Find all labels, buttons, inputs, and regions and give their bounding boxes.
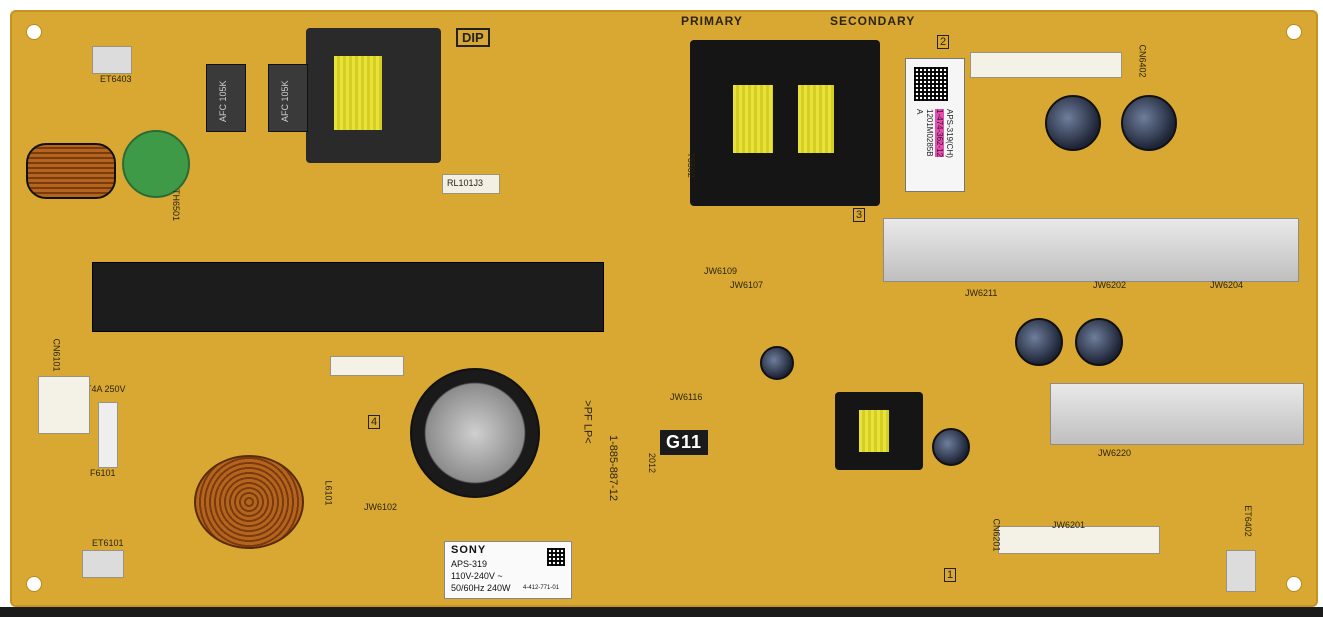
connector-cn6201 bbox=[998, 526, 1160, 554]
small-winding bbox=[859, 410, 889, 452]
et6403-label: ET6403 bbox=[100, 74, 132, 84]
board-year: 2012 bbox=[647, 452, 658, 474]
rating-brand: SONY bbox=[451, 544, 487, 556]
sticker-serial: 1201M0285B bbox=[925, 109, 934, 157]
board-code: G11 bbox=[660, 430, 709, 455]
region-marker-3: 3 bbox=[853, 208, 866, 222]
x-capacitor-b-label: AFC 105K bbox=[280, 80, 290, 122]
transformer-winding-right bbox=[798, 85, 834, 153]
mount-hole-bottom-left bbox=[26, 576, 42, 592]
region-marker-2: 2 bbox=[937, 35, 950, 49]
sticker-model: APS-319(CH) bbox=[945, 109, 954, 158]
jumper-label: JW6107 bbox=[730, 280, 764, 290]
x-capacitor-b bbox=[268, 64, 308, 132]
sticker-revision: A bbox=[915, 109, 924, 115]
cement-resistor bbox=[330, 356, 404, 376]
rating-model: APS-319 bbox=[451, 559, 488, 569]
rating-power: 50/60Hz 240W bbox=[451, 583, 511, 593]
region-marker-1: 1 bbox=[944, 568, 957, 582]
fuse-rating: T4A 250V bbox=[86, 384, 126, 394]
jumper-label: JW6201 bbox=[1052, 520, 1086, 530]
power-resistor: RL101J3 bbox=[442, 174, 500, 194]
et6402-label: ET6402 bbox=[1242, 505, 1253, 537]
connector-cn6402-label: CN6402 bbox=[1137, 44, 1148, 78]
connector-cn6101 bbox=[38, 376, 90, 434]
jumper-label: JW6202 bbox=[1093, 280, 1127, 290]
power-resistor-code: RL101J3 bbox=[447, 178, 484, 188]
secondary-heatsink-top bbox=[883, 218, 1299, 282]
material-mark: >PF LP< bbox=[581, 400, 594, 444]
part-number: 1-885-887-12 bbox=[607, 434, 620, 502]
secondary-heatsink-bottom bbox=[1050, 383, 1304, 445]
thermistor bbox=[122, 130, 190, 198]
connector-cn6101-label: CN6101 bbox=[51, 338, 62, 372]
electrolytic-cap-3 bbox=[1015, 318, 1063, 366]
transformer-winding-left bbox=[733, 85, 773, 153]
earth-terminal-et6101 bbox=[82, 550, 124, 578]
electrolytic-cap-1 bbox=[1045, 95, 1101, 151]
main-transformer bbox=[690, 40, 880, 206]
jumper-label: JW6211 bbox=[965, 288, 998, 298]
jumper-label: JW6220 bbox=[1098, 448, 1132, 458]
et6101-label: ET6101 bbox=[92, 538, 124, 548]
standby-winding bbox=[334, 56, 382, 130]
x-capacitor-a bbox=[206, 64, 246, 132]
input-inductor bbox=[26, 143, 116, 199]
region-marker-4: 4 bbox=[368, 415, 381, 429]
rating-qr-code bbox=[547, 548, 565, 566]
transformer-label: T6502 bbox=[685, 152, 696, 178]
small-transformer bbox=[835, 392, 923, 470]
pcb-board: PRIMARY SECONDARY DIP T6502 4 TH6501 AFC… bbox=[10, 10, 1318, 607]
coil-label: L6101 bbox=[323, 480, 334, 506]
jumper-label: JW6116 bbox=[670, 392, 703, 402]
product-sticker: APS-319(CH) 1-474-362-12 1201M0285B A bbox=[905, 58, 965, 192]
electrolytic-cap-2 bbox=[1121, 95, 1177, 151]
standby-transformer bbox=[306, 28, 441, 163]
rating-voltage: 110V-240V ~ bbox=[451, 571, 503, 581]
sticker-qr-code bbox=[914, 67, 948, 101]
connector-cn6201-label: CN6201 bbox=[991, 518, 1002, 552]
dip-marker: DIP bbox=[456, 28, 490, 47]
electrolytic-cap-5 bbox=[760, 346, 794, 380]
jumper-label: JW6102 bbox=[364, 502, 398, 512]
fuse-label: F6101 bbox=[90, 468, 116, 478]
rating-label: SONY APS-319 110V-240V ~ 50/60Hz 240W 4-… bbox=[444, 541, 572, 599]
jumper-label: JW6204 bbox=[1210, 280, 1244, 290]
common-mode-choke bbox=[194, 455, 304, 549]
secondary-header: SECONDARY bbox=[830, 14, 916, 28]
background-strip bbox=[0, 607, 1323, 617]
electrolytic-cap-4 bbox=[1075, 318, 1123, 366]
mount-hole-bottom-right bbox=[1286, 576, 1302, 592]
jumper-label: JW6109 bbox=[704, 266, 738, 276]
mount-hole-top-left bbox=[26, 24, 42, 40]
electrolytic-cap-6 bbox=[932, 428, 970, 466]
mount-hole-top-right bbox=[1286, 24, 1302, 40]
x-capacitor-a-label: AFC 105K bbox=[218, 80, 228, 122]
earth-terminal-et6402 bbox=[1226, 550, 1256, 592]
thermistor-label: TH6501 bbox=[171, 188, 182, 222]
primary-header: PRIMARY bbox=[681, 14, 743, 28]
bulk-capacitor bbox=[410, 368, 540, 498]
sticker-part: 1-474-362-12 bbox=[935, 109, 944, 158]
fuse bbox=[98, 402, 118, 468]
earth-terminal-et6403 bbox=[92, 46, 132, 74]
rating-part-number: 4-412-771-01 bbox=[523, 585, 560, 591]
connector-cn6402 bbox=[970, 52, 1122, 78]
primary-heatsink bbox=[92, 262, 604, 332]
